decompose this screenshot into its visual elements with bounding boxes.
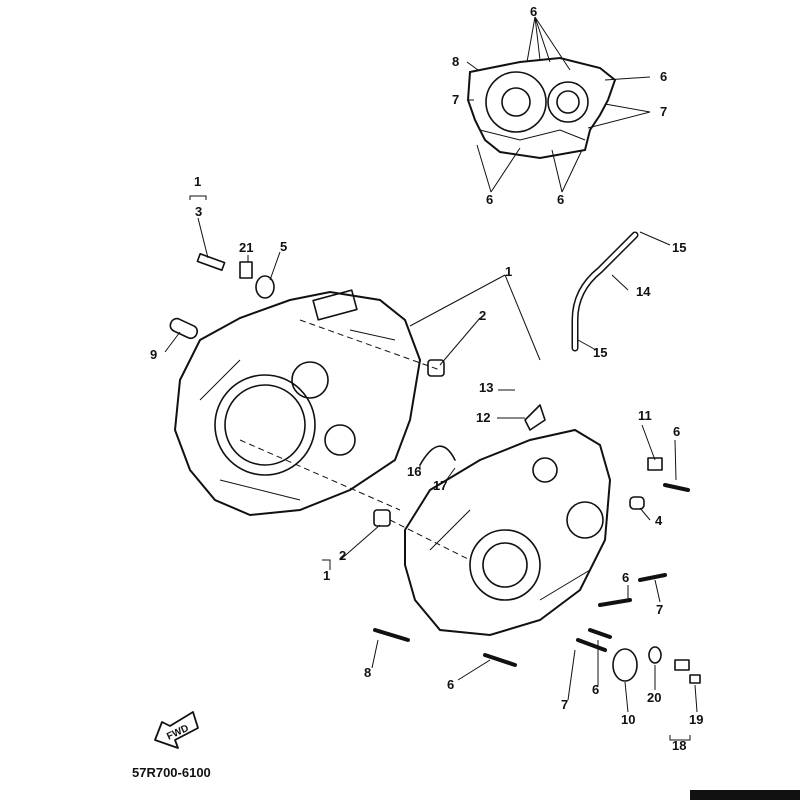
callout: 13 [479, 380, 493, 395]
small-parts [169, 231, 701, 684]
callout: 7 [660, 104, 667, 119]
callout: 6 [673, 424, 680, 439]
callout: 17 [433, 478, 447, 493]
callout: 9 [150, 347, 157, 362]
callout: 7 [452, 92, 459, 107]
diagram-code: 57R700-6100 [132, 765, 211, 780]
callout: 15 [593, 345, 607, 360]
callout: 8 [452, 54, 459, 69]
left-crankcase [173, 289, 422, 517]
callout: 6 [530, 4, 537, 19]
callout: 14 [636, 284, 651, 299]
inset-crankcase-view [466, 16, 651, 193]
callout: 6 [557, 192, 564, 207]
fwd-arrow-icon: FWD [154, 711, 199, 749]
callout: 6 [592, 682, 599, 697]
callout: 6 [660, 69, 667, 84]
callout: 19 [689, 712, 703, 727]
callout: 1 [323, 568, 330, 583]
callout: 1 [505, 264, 512, 279]
right-crankcase [404, 428, 612, 637]
corner-mark [690, 790, 800, 800]
callout: 4 [655, 513, 663, 528]
callout: 6 [447, 677, 454, 692]
callout: 11 [638, 408, 652, 423]
callout: 2 [479, 308, 486, 323]
callout: 21 [239, 240, 253, 255]
callout-labels: 6 8 6 7 7 6 6 1 3 21 5 9 2 1 15 14 15 13… [150, 4, 703, 753]
callout: 6 [486, 192, 493, 207]
callout: 7 [656, 602, 663, 617]
callout: 10 [621, 712, 635, 727]
callout: 5 [280, 239, 287, 254]
callout: 8 [364, 665, 371, 680]
callout: 1 [194, 174, 201, 189]
callout: 12 [476, 410, 490, 425]
callout: 6 [622, 570, 629, 585]
callout: 15 [672, 240, 686, 255]
callout: 7 [561, 697, 568, 712]
leader-lines [164, 195, 698, 741]
callout: 3 [195, 204, 202, 219]
callout: 16 [407, 464, 421, 479]
callout: 18 [672, 738, 686, 753]
callout: 2 [339, 548, 346, 563]
callout: 20 [647, 690, 661, 705]
